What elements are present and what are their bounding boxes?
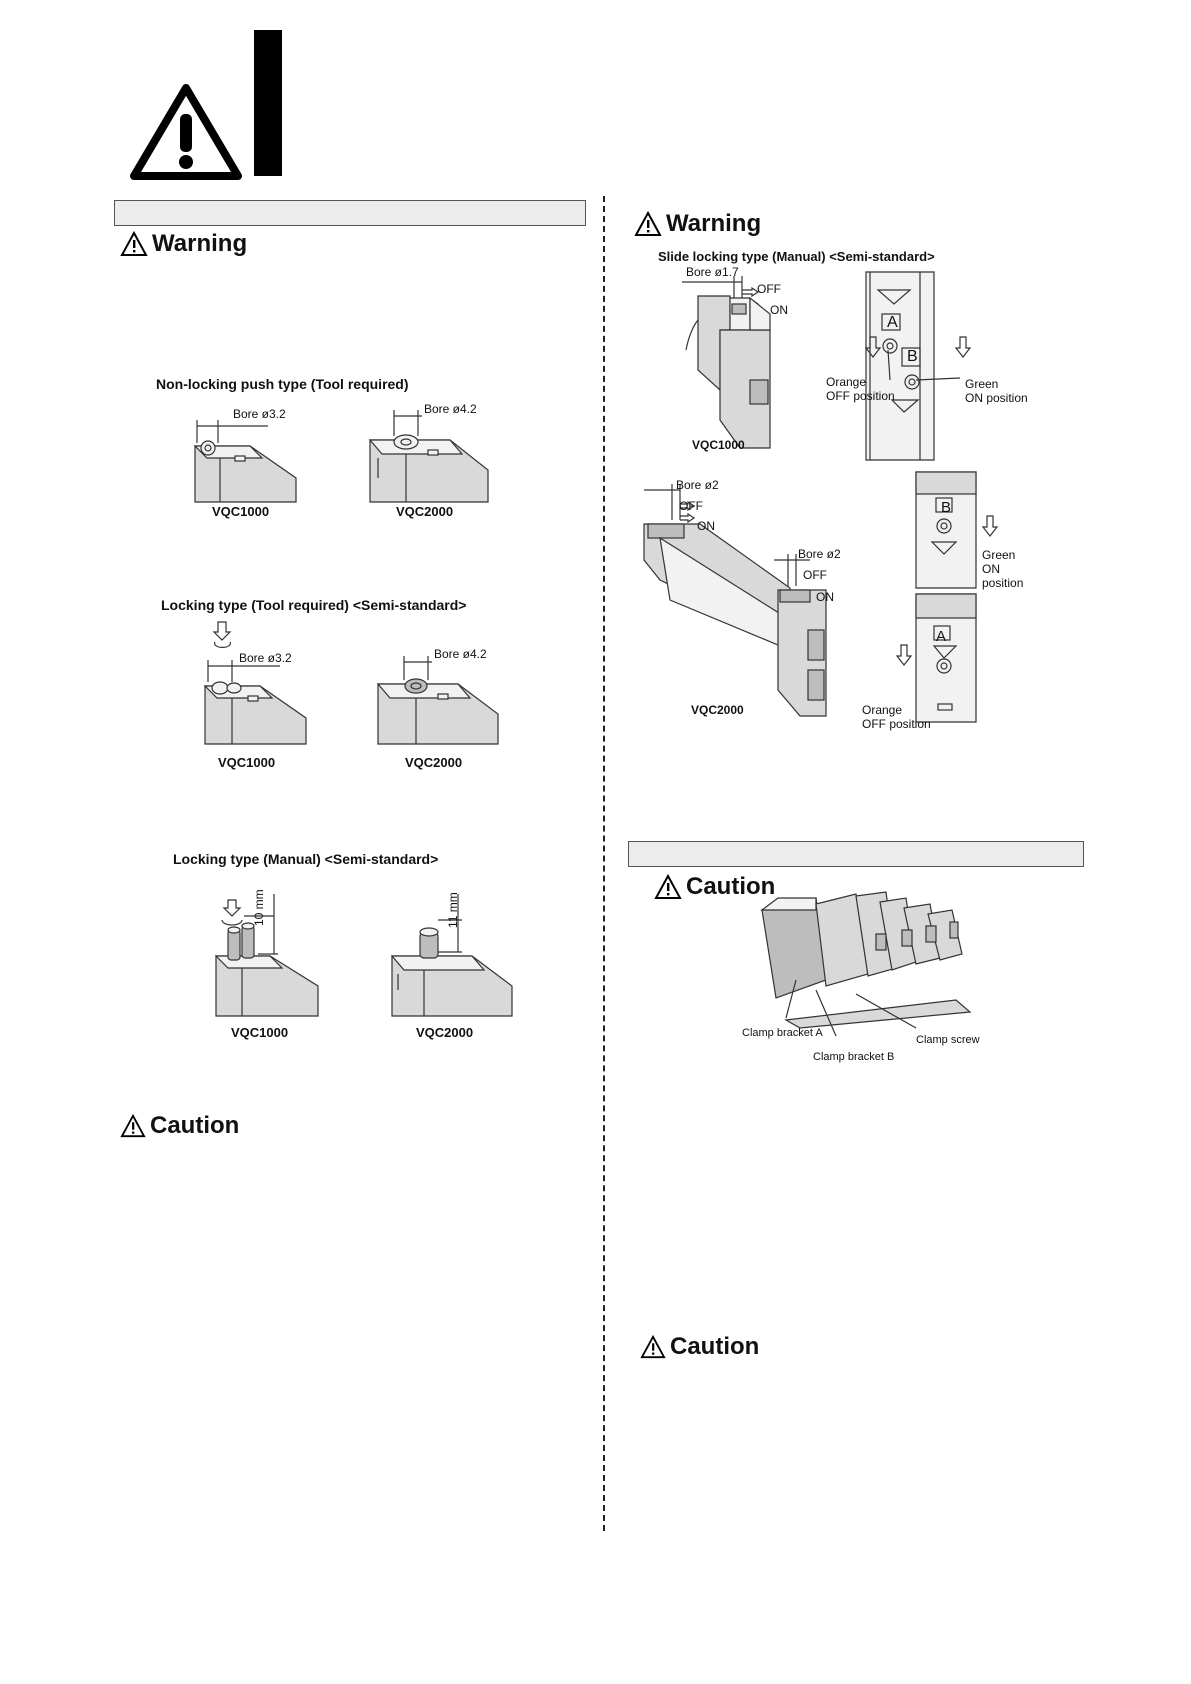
- slide-vqc1000-leaders: [887, 349, 961, 381]
- slide-vqc2000-closeup-b: [915, 471, 977, 589]
- fig3-heading: Locking type (Manual) <Semi-standard>: [173, 851, 439, 867]
- column-divider: [603, 196, 605, 1531]
- clamp-manifold-drawing: [760, 891, 972, 1037]
- fig2-model-a: VQC1000: [218, 755, 276, 770]
- slide-vqc1000-letter-b: B: [907, 348, 918, 365]
- fig1-bore-a: Bore ø3.2: [233, 407, 286, 421]
- slide-vqc2000-on-top: ON: [697, 519, 715, 533]
- slide-vqc2000-drawing: [643, 484, 827, 717]
- slide-vqc2000-off-top: OFF: [679, 499, 703, 513]
- fig3-dim-b: 11 mm: [446, 892, 460, 928]
- slide-vqc2000-bore-top: Bore ø2: [676, 478, 719, 492]
- fig3-model-b: VQC2000: [416, 1025, 474, 1040]
- fig1-model-a: VQC1000: [212, 504, 270, 519]
- slide-vqc1000-closeup: [865, 271, 935, 461]
- slide-vqc1000-off: OFF: [757, 282, 781, 296]
- warning-icon: [634, 211, 662, 236]
- caution-title: Caution: [150, 1112, 240, 1139]
- warning-title: Warning: [666, 210, 762, 237]
- clamp-screw-label: Clamp screw: [916, 1034, 980, 1046]
- warning-triangle-icon: [130, 84, 242, 180]
- clamp-bracket-b-label: Clamp bracket B: [813, 1051, 895, 1063]
- caution2-title: Caution: [670, 1333, 760, 1360]
- left-section-bar: [114, 200, 586, 226]
- slide-vqc2000-closeup-a: [915, 593, 977, 723]
- fig2-heading: Locking type (Tool required) <Semi-stand…: [161, 597, 467, 613]
- fig2-bore-b: Bore ø4.2: [434, 647, 487, 661]
- warning-icon: [120, 231, 148, 256]
- slide-vqc2000-off-side: OFF: [803, 568, 827, 582]
- left-caution-heading: Caution: [120, 1112, 239, 1140]
- clamp-bracket-a-label: Clamp bracket A: [742, 1027, 823, 1039]
- slide-vqc2000-on-side: ON: [816, 590, 834, 604]
- caution-icon: [654, 874, 682, 899]
- fig3-vqc1000-drawing: [214, 894, 319, 1017]
- slide-heading: Slide locking type (Manual) <Semi-standa…: [658, 249, 935, 264]
- slide-vqc2000-bore-side: Bore ø2: [798, 547, 841, 561]
- slide-vqc1000-drawing: [682, 276, 771, 449]
- right-warning-heading: Warning: [634, 210, 761, 238]
- slide-vqc2000-letter-b: B: [941, 499, 952, 516]
- slide-vqc1000-model: VQC1000: [692, 438, 745, 452]
- down-arrow-icon: [895, 644, 913, 666]
- slide-vqc2000-model: VQC2000: [691, 703, 744, 717]
- fig2-bore-a: Bore ø3.2: [239, 651, 292, 665]
- right-caution2-heading: Caution: [640, 1333, 759, 1361]
- slide-vqc1000-orange: Orange OFF position: [826, 375, 895, 403]
- slide-vqc2000-orange: Orange OFF position: [862, 703, 931, 731]
- header-black-bar: [254, 30, 282, 176]
- caution-icon: [640, 1335, 666, 1359]
- slide-vqc1000-bore: Bore ø1.7: [686, 265, 739, 279]
- down-arrow-icon: [981, 515, 999, 537]
- slide-vqc1000-letter-a: A: [887, 314, 898, 331]
- down-arrow-icon: [864, 336, 882, 358]
- turn-arrow-icon: [212, 621, 232, 648]
- fig3-dim-a: 10 mm: [252, 889, 266, 926]
- warning-title: Warning: [152, 230, 248, 257]
- right-caution-heading: Caution: [654, 873, 775, 901]
- slide-vqc1000-on: ON: [770, 303, 788, 317]
- slide-vqc2000-letter-a: A: [936, 628, 947, 645]
- fig2-vqc1000-drawing: [203, 660, 307, 745]
- caution-icon: [120, 1114, 146, 1138]
- right-section-bar: [628, 841, 1084, 867]
- slide-vqc1000-green: Green ON position: [965, 377, 1028, 405]
- fig3-vqc2000-drawing: [390, 894, 513, 1017]
- fig2-vqc2000-drawing: [376, 656, 499, 745]
- fig3-model-a: VQC1000: [231, 1025, 289, 1040]
- left-warning-heading: Warning: [120, 230, 247, 258]
- fig1-vqc1000-drawing: [193, 420, 297, 503]
- fig1-model-b: VQC2000: [396, 504, 454, 519]
- fig1-bore-b: Bore ø4.2: [424, 402, 477, 416]
- fig1-heading: Non-locking push type (Tool required): [156, 376, 409, 392]
- fig2-model-b: VQC2000: [405, 755, 463, 770]
- fig1-vqc2000-drawing: [368, 410, 489, 503]
- down-arrow-icon: [954, 336, 972, 358]
- slide-vqc2000-green: Green ON position: [982, 548, 1024, 590]
- caution-title: Caution: [686, 873, 776, 900]
